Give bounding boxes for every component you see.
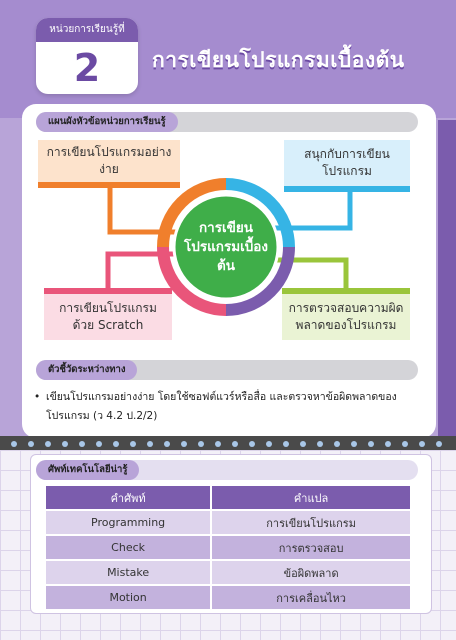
divider-dot — [28, 441, 34, 447]
vocab-word: Programming — [46, 511, 211, 534]
topic-box-bar — [44, 288, 172, 294]
vocab-meaning: ข้อผิดพลาด — [212, 561, 410, 584]
vocab-header-row: คำศัพท์ คำแปล — [46, 486, 410, 509]
topic-box-bg — [284, 140, 410, 190]
vocab-meaning: การเคลื่อนไหว — [212, 586, 410, 609]
vocab-word: Mistake — [46, 561, 211, 584]
unit-label: หน่วยการเรียนรู้ที่ — [36, 18, 138, 42]
divider-dot — [198, 441, 204, 447]
vocab-word: Check — [46, 536, 211, 559]
side-stripe — [438, 120, 456, 450]
divider-dot — [215, 441, 221, 447]
divider-dot — [232, 441, 238, 447]
topic-box-bar — [284, 186, 410, 192]
vocab-meaning: การเขียนโปรแกรม — [212, 511, 410, 534]
table-row: Programming การเขียนโปรแกรม — [46, 511, 410, 534]
topic-box-bg — [38, 140, 180, 186]
divider-dot — [164, 441, 170, 447]
divider-dot — [266, 441, 272, 447]
ring-segment-orange — [157, 178, 227, 248]
vocab-header-meaning: คำแปล — [212, 486, 410, 509]
topic-box-bar — [282, 288, 410, 294]
ring-segment-pink — [157, 246, 227, 316]
topic-box-bar — [38, 182, 180, 188]
divider-dot — [351, 441, 357, 447]
concept-map-label: แผนผังหัวข้อหน่วยการเรียนรู้ — [36, 112, 178, 132]
indicator-text: เขียนโปรแกรมอย่างง่าย โดยใช้ซอฟต์แวร์หรื… — [46, 391, 397, 422]
divider-dot — [300, 441, 306, 447]
topic-simple-programming: การเขียนโปรแกรมอย่างง่าย — [46, 145, 172, 176]
vocab-word: Motion — [46, 586, 211, 609]
table-row: Motion การเคลื่อนไหว — [46, 586, 410, 609]
topic-box-bg — [282, 294, 410, 340]
divider-dot — [385, 441, 391, 447]
bullet-dot: • — [34, 391, 41, 403]
concept-map-heading: แผนผังหัวข้อหน่วยการเรียนรู้ — [36, 112, 418, 132]
dotted-divider — [0, 436, 456, 450]
table-row: Check การตรวจสอบ — [46, 536, 410, 559]
divider-dot — [249, 441, 255, 447]
divider-dot — [283, 441, 289, 447]
divider-dot — [130, 441, 136, 447]
divider-dot — [419, 441, 425, 447]
divider-dot — [317, 441, 323, 447]
ring-segment-blue — [225, 178, 295, 248]
topic-debugging: การตรวจสอบความผิดพลาดของโปรแกรม — [288, 301, 404, 332]
unit-number: 2 — [73, 46, 101, 90]
table-row: Mistake ข้อผิดพลาด — [46, 561, 410, 584]
indicator-label: ตัวชี้วัดระหว่างทาง — [36, 360, 138, 380]
center-circle — [172, 193, 280, 301]
vocab-meaning: การตรวจสอบ — [212, 536, 410, 559]
divider-dot — [96, 441, 102, 447]
topic-box-bg — [44, 294, 172, 340]
page-title: การเขียนโปรแกรมเบื้องต้น — [152, 48, 405, 72]
topic-scratch: การเขียนโปรแกรมด้วย Scratch — [59, 301, 157, 332]
divider-dot — [181, 441, 187, 447]
divider-dot — [45, 441, 51, 447]
topic-fun-programming: สนุกกับการเขียนโปรแกรม — [304, 147, 390, 178]
divider-dot — [334, 441, 340, 447]
vocab-header-word: คำศัพท์ — [46, 486, 211, 509]
unit-tab: หน่วยการเรียนรู้ที่ 2 — [36, 18, 138, 94]
divider-dot — [79, 441, 85, 447]
divider-dots — [11, 441, 442, 447]
vocab-table: คำศัพท์ คำแปล Programming การเขียนโปรแกร… — [44, 484, 412, 611]
vocab-heading: ศัพท์เทคโนโลยีน่ารู้ — [36, 460, 418, 480]
divider-dot — [436, 441, 442, 447]
vocab-label: ศัพท์เทคโนโลยีน่ารู้ — [36, 460, 140, 480]
connector-top-right — [269, 192, 353, 231]
divider-dot — [402, 441, 408, 447]
ring-segment-purple — [225, 246, 295, 316]
divider-dot — [368, 441, 374, 447]
concept-map — [38, 140, 410, 340]
connector-bottom-right — [269, 257, 349, 290]
divider-dot — [113, 441, 119, 447]
divider-dot — [147, 441, 153, 447]
indicator-text-block: • เขียนโปรแกรมอย่างง่าย โดยใช้ซอฟต์แวร์ห… — [34, 388, 416, 426]
indicator-heading: ตัวชี้วัดระหว่างทาง — [36, 360, 418, 380]
divider-dot — [11, 441, 17, 447]
divider-dot — [62, 441, 68, 447]
concept-center: การเขียนโปรแกรมเบื้องต้น — [184, 219, 268, 274]
